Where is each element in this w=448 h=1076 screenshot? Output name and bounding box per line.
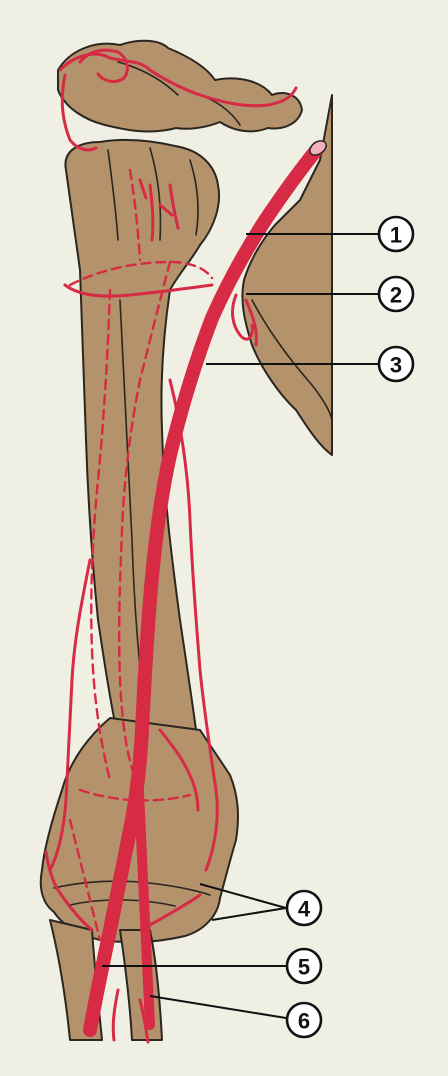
label-3-text: 3 xyxy=(390,353,402,378)
label-marker-4: 4 xyxy=(287,891,321,925)
label-6-text: 6 xyxy=(298,1009,310,1034)
leader-line-4b xyxy=(212,908,286,920)
label-4-text: 4 xyxy=(298,897,311,922)
label-5-text: 5 xyxy=(298,955,310,980)
label-marker-6: 6 xyxy=(287,1003,321,1037)
radius xyxy=(120,930,162,1040)
label-marker-3: 3 xyxy=(379,347,413,381)
label-1-text: 1 xyxy=(390,223,402,248)
label-marker-2: 2 xyxy=(379,277,413,311)
label-marker-5: 5 xyxy=(287,949,321,983)
label-marker-1: 1 xyxy=(379,217,413,251)
leader-line-6 xyxy=(150,996,286,1018)
label-2-text: 2 xyxy=(390,283,402,308)
